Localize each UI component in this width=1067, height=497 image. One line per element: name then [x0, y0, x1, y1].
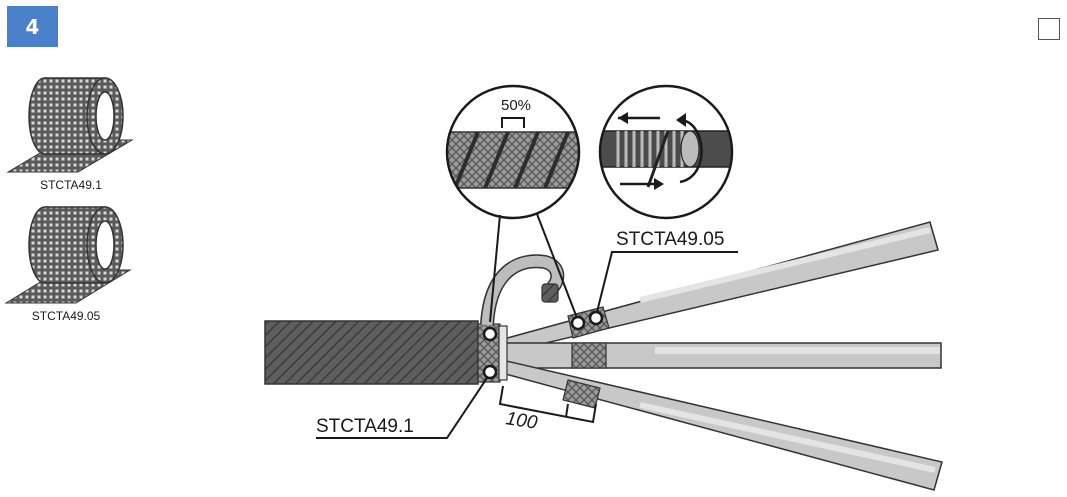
roll-label-stcta49-05: STCTA49.05 [32, 309, 101, 323]
branch-cable-middle [499, 342, 942, 369]
tape-roll-stcta49-05 [4, 206, 132, 304]
lower-callout-label: STCTA49.1 [316, 416, 414, 437]
upper-callout-label: STCTA49.05 [616, 229, 724, 250]
cable-collar [498, 325, 508, 381]
callout-dot-main-lower [482, 364, 498, 380]
callout-dot-branch-right [588, 310, 604, 326]
roll-label-stcta49-1: STCTA49.1 [40, 178, 102, 192]
lower-callout-leader [316, 377, 488, 439]
zoom-leader-right [536, 213, 578, 319]
branch-cable-lower [497, 359, 943, 491]
tape-wrap-middle [571, 342, 607, 369]
dimension-label: 100 [504, 408, 539, 434]
tape-strip-end [541, 283, 559, 303]
step-complete-checkbox[interactable] [1038, 18, 1060, 40]
callout-dot-main-upper [482, 326, 498, 342]
zoom-leader-left [489, 214, 501, 323]
main-cable-jacket [264, 320, 479, 385]
upper-callout-leader [596, 251, 738, 313]
overlap-percentage: 50% [501, 97, 531, 114]
dimension-bracket [498, 385, 597, 424]
zoom-detail-wrap-direction [598, 84, 734, 220]
tape-roll-stcta49-1 [6, 77, 134, 173]
zoom-detail-overlap [445, 84, 581, 220]
callout-dot-branch-left [570, 315, 586, 331]
step-number-badge: 4 [7, 6, 58, 47]
